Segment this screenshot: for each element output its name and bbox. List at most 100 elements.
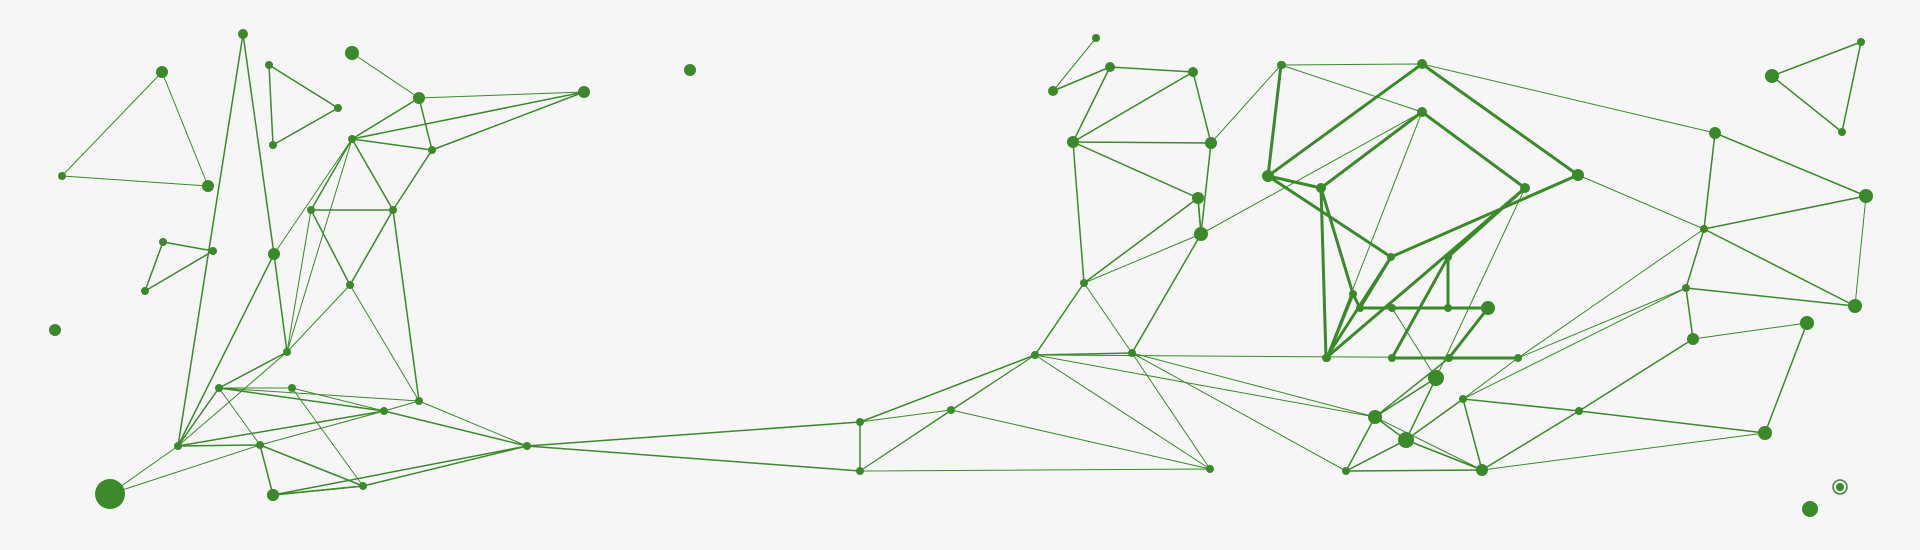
network-node: [1192, 192, 1204, 204]
network-edge: [1072, 71, 1194, 143]
network-node: [1459, 395, 1467, 403]
network-node: [1206, 465, 1214, 473]
network-edge: [1420, 62, 1580, 177]
network-node: [1859, 189, 1873, 203]
network-edge: [1034, 282, 1085, 356]
network-edge: [286, 284, 351, 353]
network-edge: [1578, 338, 1694, 412]
network-edge: [1714, 132, 1867, 197]
network-edge: [1462, 357, 1519, 400]
network-edge: [259, 410, 385, 446]
network-node: [1476, 464, 1488, 476]
network-edge: [1854, 195, 1867, 307]
network-edge: [1435, 187, 1526, 379]
network-edge: [362, 445, 528, 487]
network-edge: [161, 71, 209, 187]
network-node: [238, 29, 248, 39]
network-edge: [1421, 63, 1716, 134]
network-edge: [1685, 287, 1856, 307]
network-node: [265, 61, 273, 69]
network-edge: [950, 409, 1211, 470]
network-edge: [1109, 66, 1194, 73]
network-edge: [1072, 141, 1085, 284]
network-node: [348, 135, 356, 143]
network-edge: [1131, 352, 1376, 418]
network-node: [1445, 354, 1453, 362]
network-edge: [1391, 307, 1437, 379]
network-edge: [310, 138, 353, 211]
network-node: [415, 397, 423, 405]
network-edge: [1345, 439, 1407, 472]
network-edge: [1578, 410, 1766, 434]
network-node: [1575, 407, 1583, 415]
network-edge: [144, 241, 164, 292]
network-edge: [1481, 432, 1766, 471]
network-edge: [1280, 64, 1423, 113]
network-node: [1322, 354, 1330, 362]
network-edge: [1764, 322, 1808, 434]
network-edge: [1266, 62, 1424, 178]
network-edge: [349, 209, 394, 286]
network-node: [1388, 304, 1396, 312]
network-edge: [1083, 233, 1202, 284]
network-edge: [177, 444, 261, 447]
network-node: [1700, 225, 1708, 233]
network-node: [1800, 316, 1814, 330]
network-node: [1682, 284, 1690, 292]
network-node: [1758, 426, 1772, 440]
network-edge: [272, 485, 364, 496]
network-edge: [418, 400, 528, 447]
network-node: [856, 418, 864, 426]
network-edge: [1771, 41, 1862, 77]
network-node: [1048, 86, 1058, 96]
network-edge: [1034, 354, 1211, 470]
network-edge: [1517, 287, 1687, 359]
network-edge: [1200, 111, 1423, 235]
network-edge: [177, 253, 275, 447]
network-edge: [177, 410, 385, 447]
network-edge: [1841, 41, 1862, 133]
network-edge: [286, 138, 353, 353]
network-edge: [259, 444, 364, 487]
network-edge: [526, 421, 861, 447]
network-edge: [1462, 287, 1687, 400]
network-edge: [351, 91, 585, 140]
network-node: [58, 172, 66, 180]
network-edge: [1703, 132, 1716, 230]
network-edge: [291, 387, 364, 487]
network-edge: [1083, 197, 1199, 284]
network-node: [1080, 279, 1088, 287]
network-node: [1514, 354, 1522, 362]
network-edge: [383, 400, 420, 412]
network-edge: [1703, 228, 1856, 307]
network-edge: [177, 351, 288, 447]
hollow-node: [1832, 479, 1848, 495]
network-node: [1444, 253, 1452, 261]
network-node: [1802, 501, 1818, 517]
network-edge: [268, 64, 274, 146]
network-edge: [1703, 195, 1867, 230]
network-edge: [1685, 228, 1705, 289]
network-node: [269, 141, 277, 149]
network-node: [1857, 38, 1865, 46]
network-node: [1188, 67, 1198, 77]
network-edge: [431, 91, 585, 151]
network-edge: [218, 387, 385, 412]
network-node: [215, 384, 223, 392]
network-node: [1316, 183, 1326, 193]
network-edge: [218, 351, 288, 389]
network-node: [413, 92, 425, 104]
network-node: [1838, 128, 1846, 136]
network-edge: [1131, 233, 1202, 354]
network-edge: [1200, 142, 1212, 235]
network-node: [174, 442, 182, 450]
network-node: [106, 490, 114, 498]
network-edge: [1324, 186, 1527, 360]
network-edge: [1405, 398, 1464, 441]
network-edge: [1319, 186, 1328, 360]
network-edge: [1052, 66, 1111, 92]
network-edge: [1405, 439, 1483, 471]
network-edge: [1131, 352, 1347, 472]
network-node: [1368, 410, 1382, 424]
